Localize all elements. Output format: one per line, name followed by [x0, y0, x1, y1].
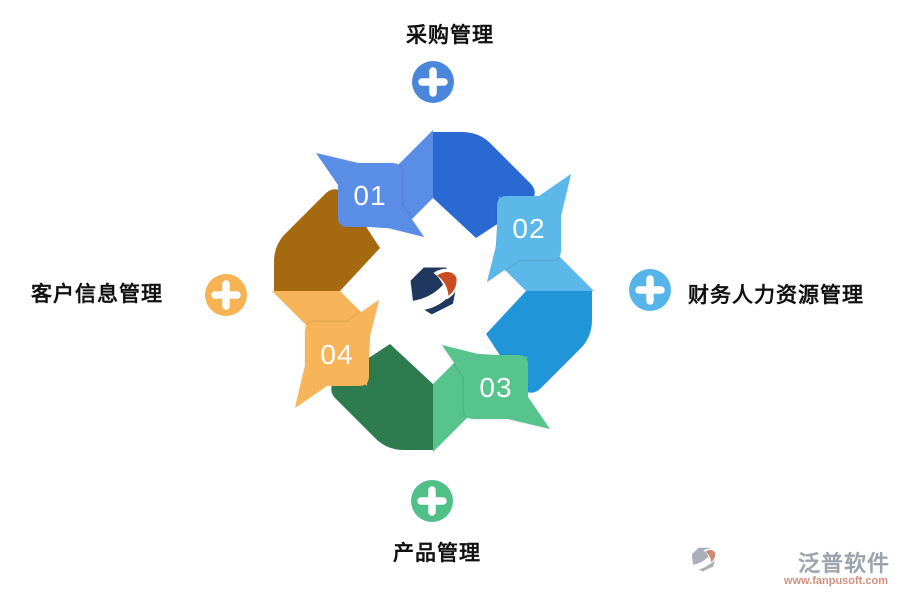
step-number-03: 03 — [479, 372, 512, 403]
plus-buttons — [205, 61, 671, 522]
arrowhead-01 — [316, 153, 424, 237]
plus-button-left[interactable] — [205, 274, 247, 316]
plus-icon — [418, 67, 448, 97]
label-procurement: 采购管理 — [406, 24, 494, 47]
label-product: 产品管理 — [393, 542, 481, 565]
arrowhead-02 — [487, 174, 571, 282]
arrowhead-03 — [442, 345, 550, 429]
label-finance-hr: 财务人力资源管理 — [688, 284, 864, 307]
watermark-brand: 泛普软件 — [797, 551, 890, 576]
center-logo — [410, 267, 459, 315]
ribbon-heads — [295, 153, 571, 429]
arrowhead-04 — [295, 300, 379, 408]
step-number-02: 02 — [512, 213, 545, 244]
plus-button-bottom[interactable] — [411, 480, 453, 522]
fanpu-logo-icon — [690, 546, 717, 573]
watermark-url: www.fanpusoft.com — [783, 575, 888, 587]
label-customer-info: 客户信息管理 — [31, 283, 163, 306]
step-number-04: 04 — [320, 339, 353, 370]
watermark: 泛普软件 www.fanpusoft.com — [690, 546, 890, 594]
plus-button-top[interactable] — [412, 61, 454, 103]
step-number-01: 01 — [353, 180, 386, 211]
plus-icon — [211, 280, 241, 310]
plus-icon — [417, 486, 447, 516]
plus-icon — [635, 275, 665, 305]
step-numbers: 01 02 03 04 — [320, 180, 545, 403]
plus-button-right[interactable] — [629, 269, 671, 311]
